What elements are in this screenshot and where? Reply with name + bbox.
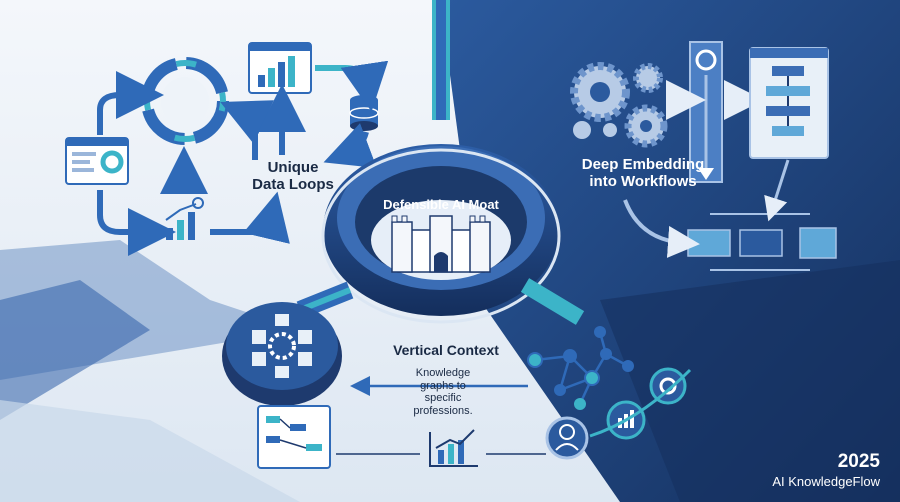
background-shape-left-dark [0, 280, 150, 420]
pipes [296, 278, 585, 325]
loop-arrows [97, 60, 389, 256]
footer-brand: AI KnowledgeFlow [772, 474, 880, 489]
label-deep-embedding: Deep Embedding into Workflows [581, 156, 705, 190]
background-shape-right [600, 260, 900, 502]
trend-chart-icon [429, 429, 478, 467]
professions-disc-icon [222, 302, 342, 406]
footer-year: 2025 [837, 451, 880, 472]
process-flow-icon [623, 159, 837, 271]
bar-chart-window-icon [248, 42, 312, 94]
vertical-context-arrows [336, 376, 546, 455]
label-defensible-ai-moat: Defensible AI Moat [383, 197, 499, 212]
label-knowledge-graphs: Knowledge graphs to specific professions… [413, 367, 473, 417]
castle-icon [391, 215, 491, 273]
progress-badges [589, 367, 692, 440]
user-profile-icon [545, 416, 589, 460]
label-unique-data-loops: Unique Data Loops [252, 159, 334, 193]
database-icon [349, 95, 379, 131]
dashboard-window-icon [65, 137, 129, 185]
flowchart-window-icon [749, 47, 829, 159]
knowledge-graph-icon [527, 326, 634, 410]
workflow-pipeline-icon [666, 41, 764, 183]
gears-icon [570, 62, 668, 148]
background-shape-bottom [0, 400, 300, 502]
flow-diagram-card-icon [257, 405, 331, 469]
label-vertical-context: Vertical Context [393, 342, 499, 358]
